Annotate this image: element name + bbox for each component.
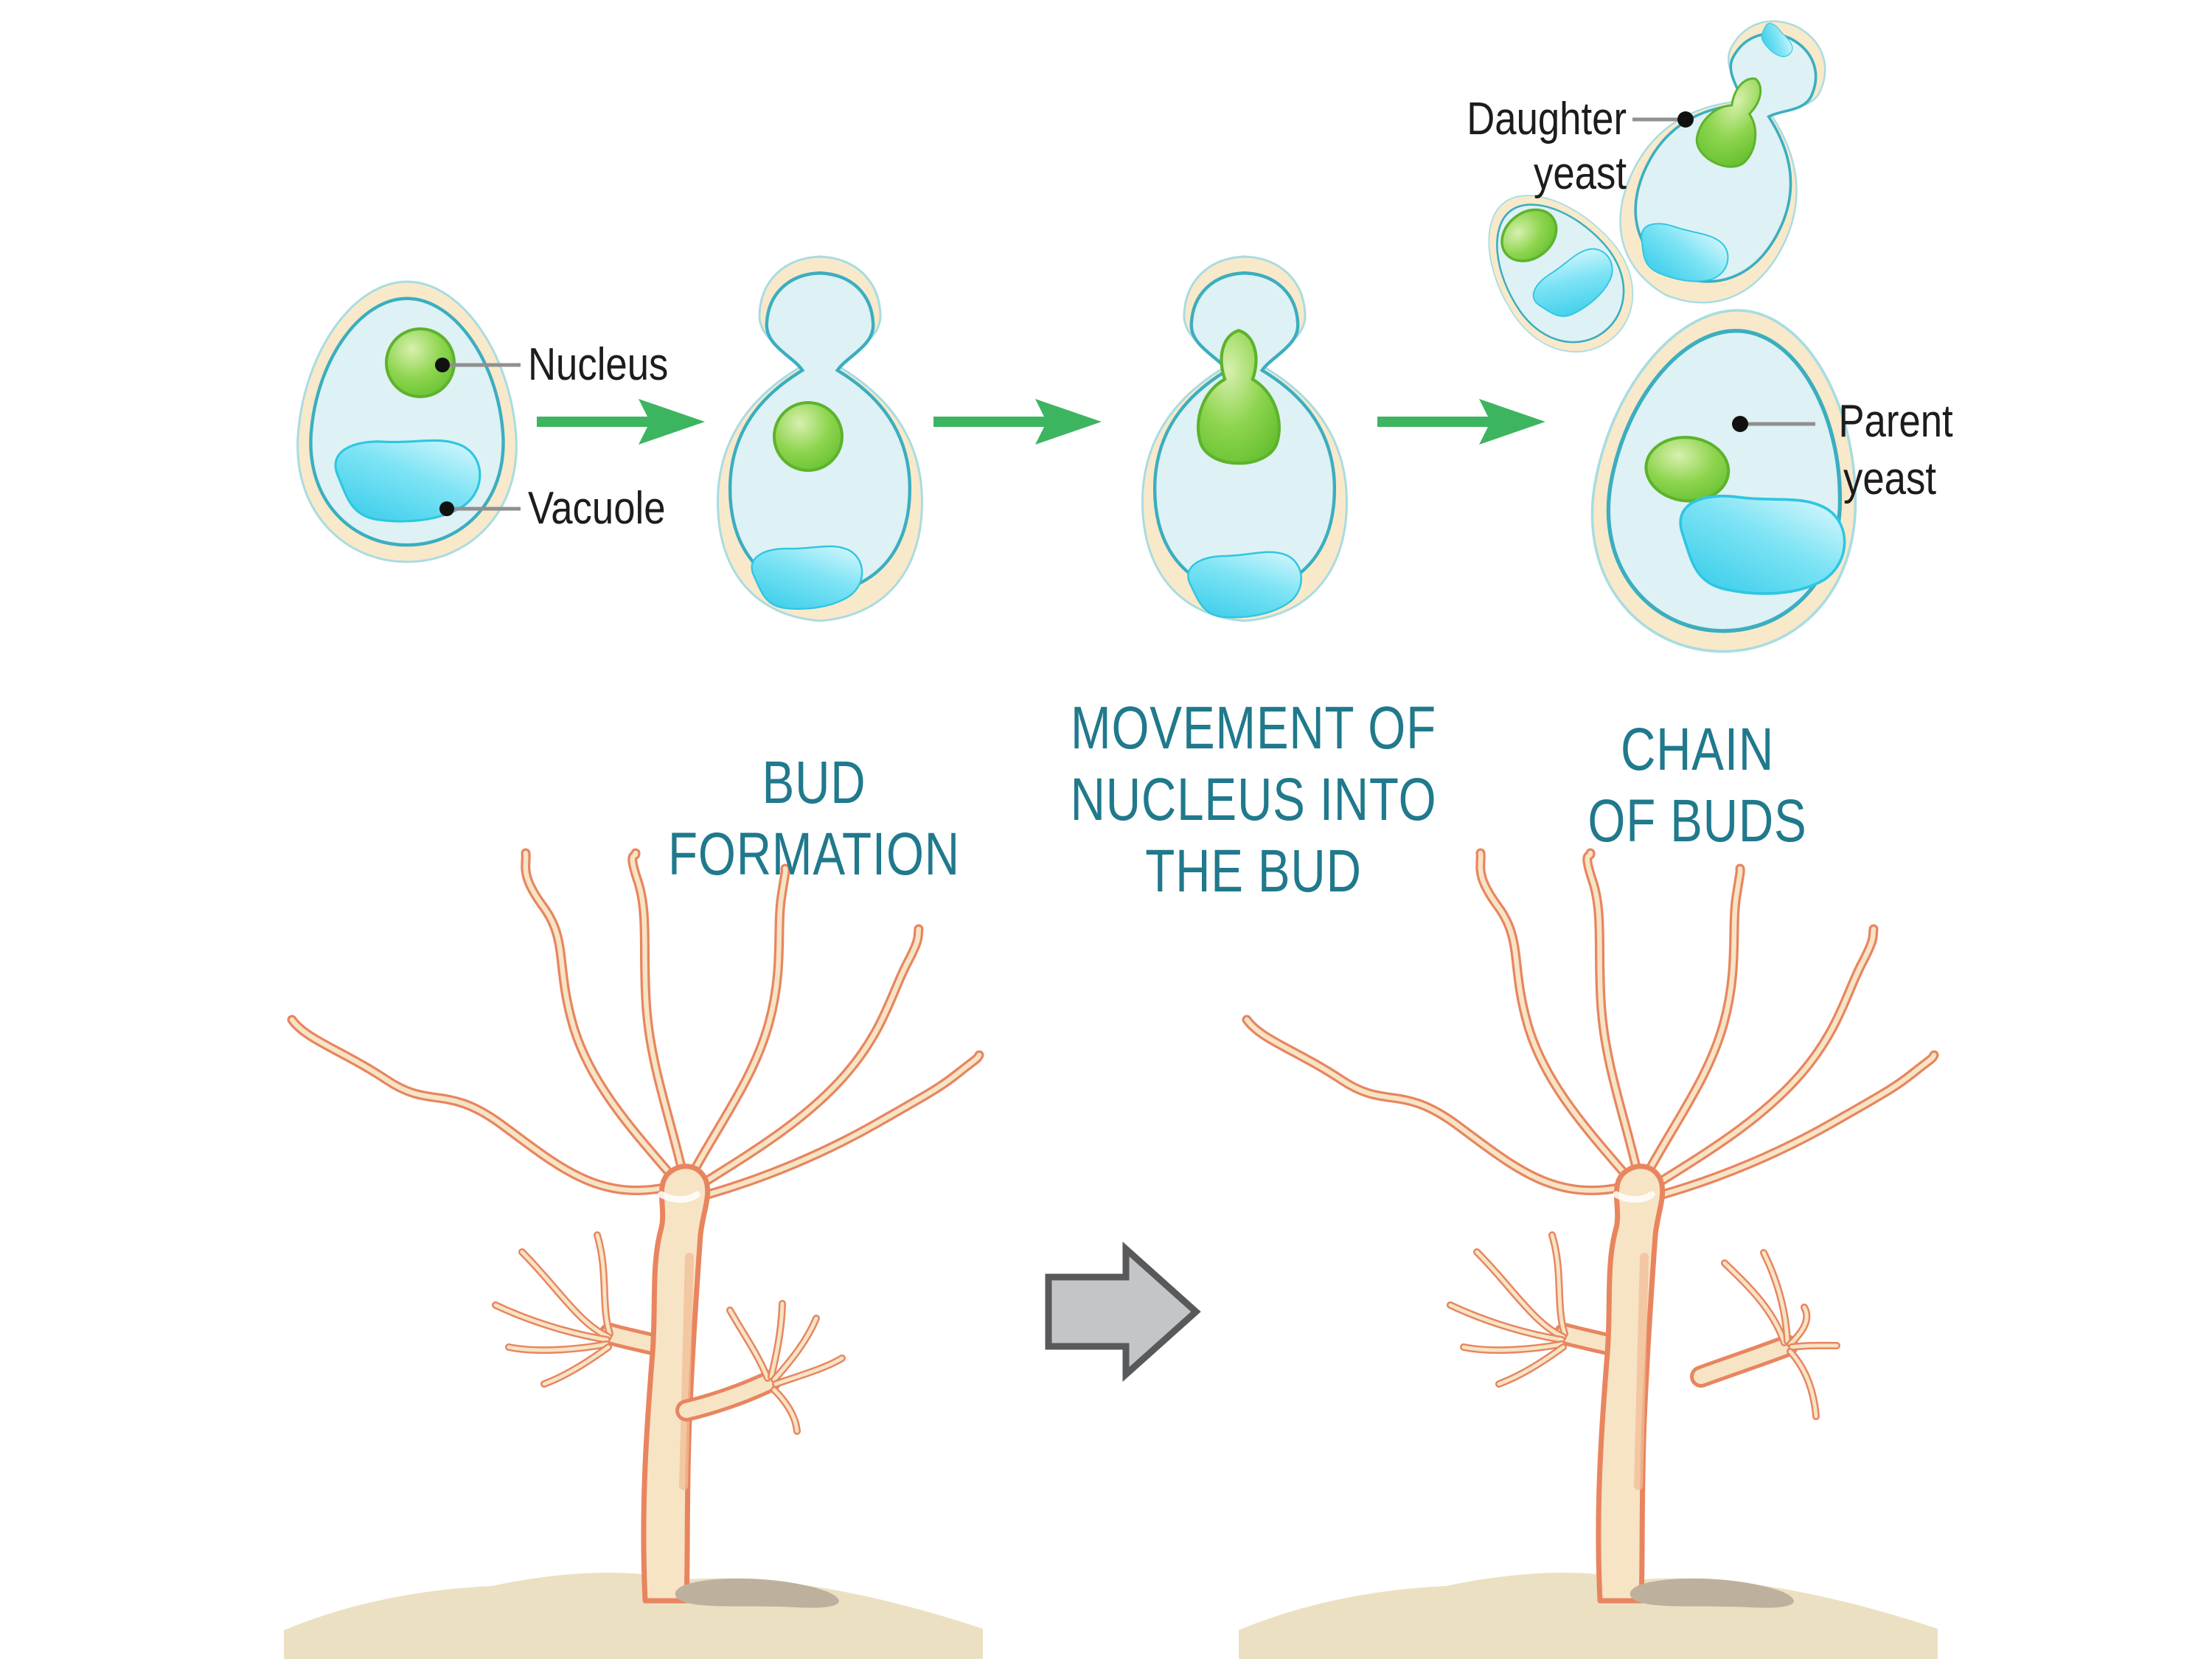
parent-yeast-cell (1579, 297, 1876, 664)
yeast-stage-3-nucleus-movement (1143, 257, 1347, 629)
nucleus-leader-line (435, 358, 521, 372)
transform-arrow-icon (1045, 1241, 1201, 1382)
step-arrow-icon (537, 399, 705, 445)
caption-movement-of-nucleus: MOVEMENT OF NUCLEUS INTO THE BUD (1070, 695, 1437, 905)
hydra-after-budding (1239, 853, 1938, 1659)
daughter-yeast-cell (1590, 0, 1872, 332)
yeast-stage-2-bud-formation (718, 257, 922, 621)
daughter-yeast-leader-line (1632, 111, 1694, 128)
yeast-stage-4-chain-of-buds (1455, 0, 1876, 664)
vacuole-label: Vacuole (528, 483, 666, 534)
caption-chain-of-buds: CHAIN OF BUDS (1587, 716, 1807, 855)
hydra-attached-bud (675, 1300, 846, 1435)
vacuole-leader-line (439, 501, 521, 516)
yeast-stage-1-parent-cell (298, 282, 517, 562)
hydra-before-budding (284, 853, 983, 1659)
step-arrow-icon (933, 399, 1102, 445)
nucleus-organelle (385, 327, 456, 398)
parent-yeast-label: Parent yeast (1838, 396, 1953, 504)
bud-cell (1455, 165, 1659, 378)
caption-bud-formation: BUD FORMATION (668, 749, 960, 888)
step-arrow-icon (1377, 399, 1545, 445)
nucleus-organelle (1500, 208, 1558, 262)
daughter-yeast-label: Daughter yeast (1467, 94, 1627, 200)
nucleus-label: Nucleus (528, 339, 669, 390)
nucleus-organelle (773, 401, 844, 472)
nucleus-organelle (1644, 436, 1731, 503)
parent-yeast-leader-line (1732, 416, 1815, 432)
hydra-detached-bud (1690, 1249, 1840, 1420)
